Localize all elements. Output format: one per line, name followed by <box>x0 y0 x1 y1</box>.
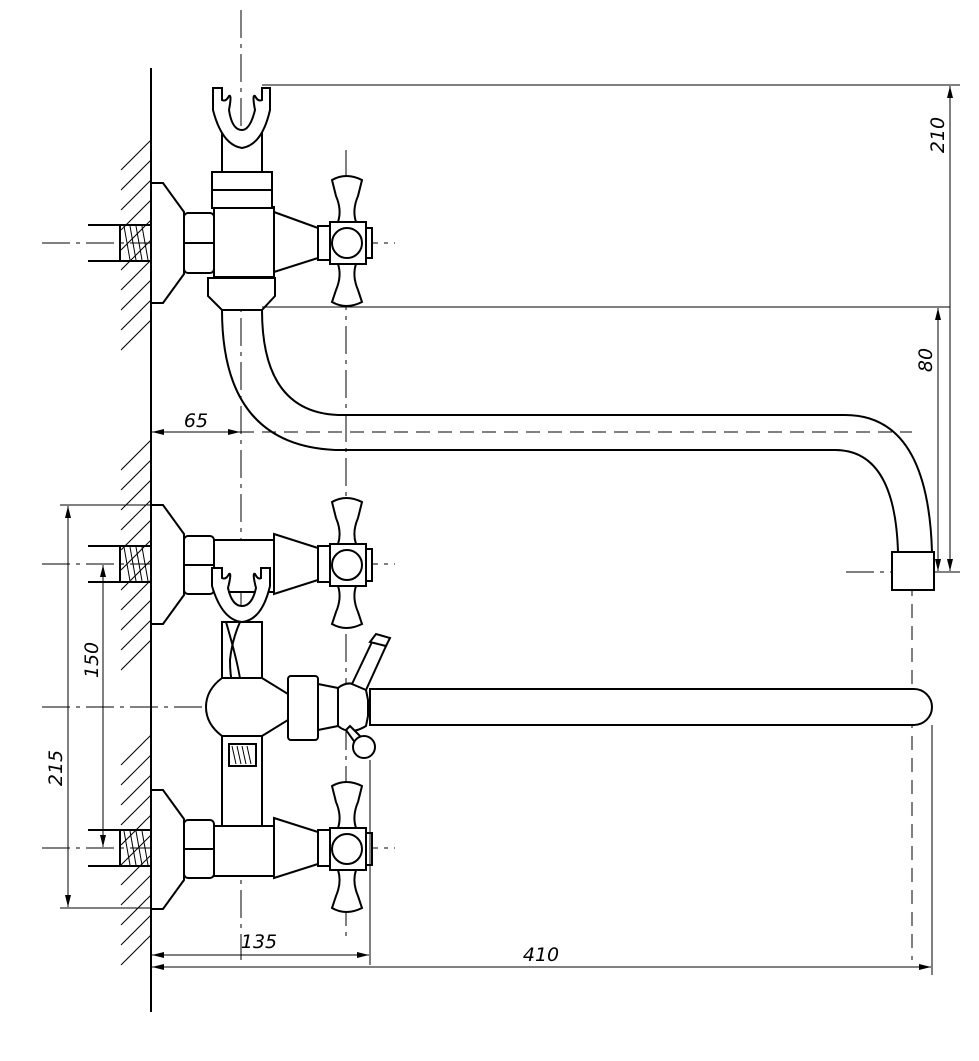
bottom-flange <box>150 789 185 910</box>
middle-cross-handle <box>329 497 373 629</box>
lower-straight-spout <box>369 688 933 726</box>
top-swivel-spout <box>221 309 935 591</box>
top-valve-body <box>213 206 275 278</box>
bottom-cross-handle <box>329 781 373 913</box>
diverter-lever <box>337 632 392 759</box>
middle-nut <box>183 535 215 595</box>
dim-label-410: 410 <box>523 944 559 966</box>
wall <box>120 68 152 1012</box>
dimension-labels: 210 80 65 150 215 135 410 <box>45 117 949 966</box>
dim-label-150: 150 <box>81 642 103 678</box>
dim-label-135: 135 <box>241 931 277 953</box>
spout-aerator <box>891 551 935 591</box>
top-nut <box>183 212 215 274</box>
middle-assembly <box>88 497 373 629</box>
shower-holder-top <box>212 87 271 150</box>
wall-hatching-middle <box>120 439 152 671</box>
dim-label-210: 210 <box>927 117 949 153</box>
diverter-thread <box>228 743 257 767</box>
top-assembly <box>88 87 373 311</box>
dimension-lines <box>60 84 960 975</box>
shower-holder-bottom <box>211 567 271 624</box>
dim-label-65: 65 <box>184 410 208 432</box>
bottom-assembly <box>88 781 373 913</box>
dim-label-215: 215 <box>45 750 67 786</box>
wall-hatching-bottom <box>120 734 152 966</box>
top-cross-handle <box>329 175 373 307</box>
dim-label-80: 80 <box>915 348 937 372</box>
top-flange <box>150 182 185 304</box>
bottom-nut <box>183 819 215 879</box>
wall-hatching-top <box>120 139 152 351</box>
middle-flange <box>150 504 185 625</box>
diverter-body <box>204 621 392 831</box>
